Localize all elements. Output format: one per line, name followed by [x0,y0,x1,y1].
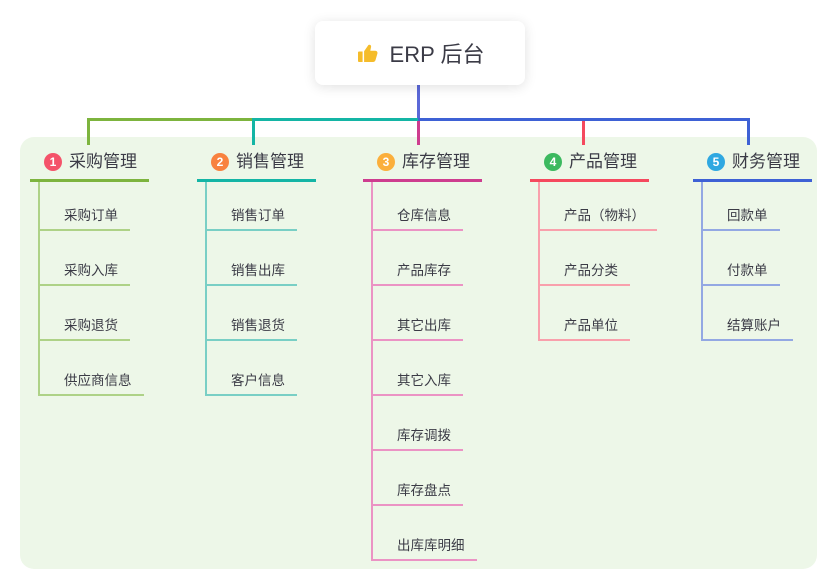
branch-children: 采购订单 采购入库 采购退货 供应商信息 [38,182,144,396]
branch-product: 4 产品管理 产品（物料） 产品分类 产品单位 [530,151,657,341]
connector-drop-sales [252,121,255,145]
child-node[interactable]: 产品单位 [540,286,630,341]
branch-children: 仓库信息 产品库存 其它出库 其它入库 库存调拨 库存盘点 出库库明细 [371,182,477,561]
child-node[interactable]: 库存调拨 [373,396,463,451]
connector-drop-product [582,121,585,145]
branch-node-finance[interactable]: 5 财务管理 [693,151,812,182]
root-node[interactable]: ERP 后台 [315,21,525,85]
badge-number-2: 2 [211,153,229,171]
child-node[interactable]: 回款单 [703,182,780,231]
connector-drop-purchase [87,118,90,145]
child-node[interactable]: 采购退货 [40,286,130,341]
connector-segment-teal [252,118,418,121]
badge-number-4: 4 [544,153,562,171]
child-node[interactable]: 产品分类 [540,231,630,286]
branch-children: 产品（物料） 产品分类 产品单位 [538,182,657,341]
branch-label: 库存管理 [402,152,470,171]
branch-label: 销售管理 [236,152,304,171]
branch-sales: 2 销售管理 销售订单 销售出库 销售退货 客户信息 [197,151,316,396]
connector-drop-finance [747,118,750,145]
branch-label: 产品管理 [569,152,637,171]
branch-label: 采购管理 [69,152,137,171]
branch-finance: 5 财务管理 回款单 付款单 结算账户 [693,151,812,341]
child-node[interactable]: 产品库存 [373,231,463,286]
child-node[interactable]: 出库库明细 [373,506,477,561]
branch-purchase: 1 采购管理 采购订单 采购入库 采购退货 供应商信息 [30,151,149,396]
child-node[interactable]: 产品（物料） [540,182,657,231]
connector-segment-blue [418,118,750,121]
child-node[interactable]: 销售订单 [207,182,297,231]
child-node[interactable]: 结算账户 [703,286,793,341]
child-node[interactable]: 采购订单 [40,182,130,231]
badge-number-1: 1 [44,153,62,171]
child-node[interactable]: 客户信息 [207,341,297,396]
child-node[interactable]: 销售退货 [207,286,297,341]
branch-node-purchase[interactable]: 1 采购管理 [30,151,149,182]
branch-inventory: 3 库存管理 仓库信息 产品库存 其它出库 其它入库 库存调拨 库存盘点 出库库… [363,151,482,561]
connector-root-line [417,85,420,121]
connector-drop-inventory [417,121,420,145]
branch-children: 销售订单 销售出库 销售退货 客户信息 [205,182,297,396]
branch-children: 回款单 付款单 结算账户 [701,182,793,341]
mindmap-canvas [20,137,817,569]
child-node[interactable]: 其它出库 [373,286,463,341]
badge-number-5: 5 [707,153,725,171]
badge-number-3: 3 [377,153,395,171]
connector-segment-green [87,118,255,121]
branch-label: 财务管理 [732,152,800,171]
child-node[interactable]: 付款单 [703,231,780,286]
child-node[interactable]: 仓库信息 [373,182,463,231]
child-node[interactable]: 库存盘点 [373,451,463,506]
child-node[interactable]: 采购入库 [40,231,130,286]
root-node-label: ERP 后台 [389,42,485,67]
child-node[interactable]: 销售出库 [207,231,297,286]
thumbs-up-icon [356,41,380,65]
branch-node-inventory[interactable]: 3 库存管理 [363,151,482,182]
child-node[interactable]: 其它入库 [373,341,463,396]
branch-node-sales[interactable]: 2 销售管理 [197,151,316,182]
branch-node-product[interactable]: 4 产品管理 [530,151,649,182]
child-node[interactable]: 供应商信息 [40,341,144,396]
